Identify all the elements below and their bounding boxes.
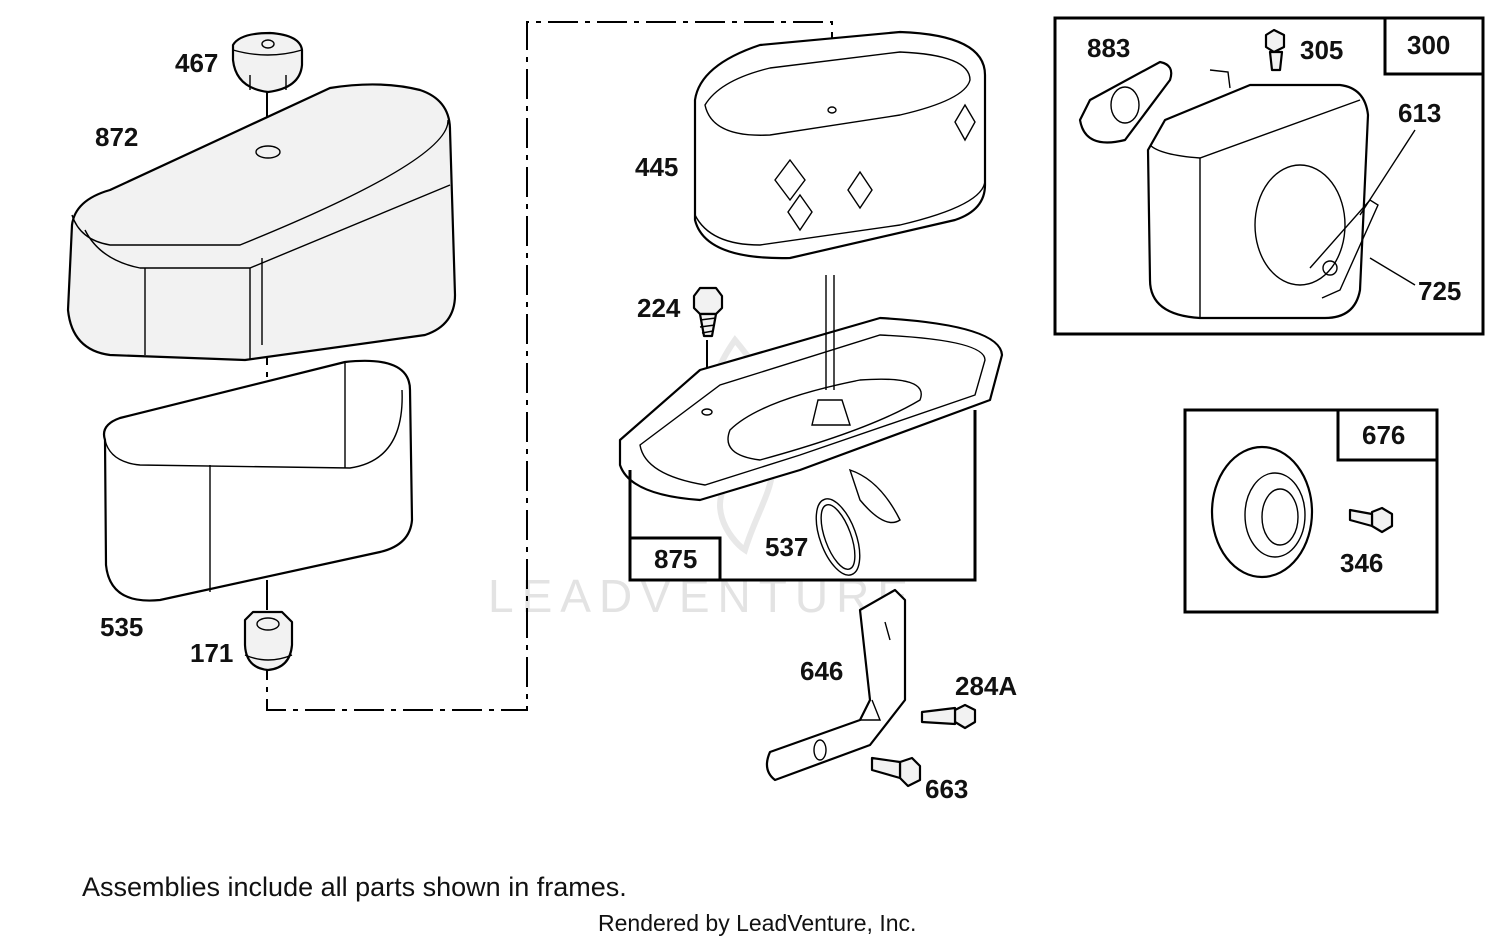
watermark: LEADVENTURE bbox=[488, 570, 916, 622]
leader-725 bbox=[1369, 257, 1416, 286]
part-label-300: 300 bbox=[1407, 30, 1450, 60]
base-part-875[interactable] bbox=[618, 275, 1004, 524]
frame-875 bbox=[628, 410, 977, 582]
frame-676 bbox=[1183, 408, 1439, 614]
part-label-445: 445 bbox=[635, 152, 678, 182]
knob-part-467[interactable] bbox=[231, 31, 304, 94]
bracket-part-646[interactable] bbox=[765, 588, 907, 782]
screw-part-284A[interactable] bbox=[920, 703, 977, 730]
gasket-part-883[interactable] bbox=[1078, 60, 1173, 144]
connector-line-left bbox=[266, 21, 833, 711]
leader-613 bbox=[1359, 129, 1416, 216]
screw-part-663[interactable] bbox=[870, 756, 922, 788]
guard-part-725[interactable] bbox=[1309, 199, 1379, 299]
frame-676-tag bbox=[1336, 408, 1439, 462]
part-label-646: 646 bbox=[800, 656, 843, 686]
precleaner-part-535[interactable] bbox=[102, 359, 414, 602]
part-label-171: 171 bbox=[190, 638, 233, 668]
frame-875-tag bbox=[628, 536, 722, 582]
part-label-535: 535 bbox=[100, 612, 143, 642]
screw-part-224[interactable] bbox=[692, 286, 724, 338]
part-label-613: 613 bbox=[1398, 98, 1441, 128]
part-label-676: 676 bbox=[1362, 420, 1405, 450]
frame-300-tag bbox=[1383, 16, 1485, 76]
screw-part-305[interactable] bbox=[1264, 28, 1286, 72]
render-credit: Rendered by LeadVenture, Inc. bbox=[598, 910, 917, 936]
filter-part-445[interactable] bbox=[693, 30, 987, 260]
part-label-467: 467 bbox=[175, 48, 218, 78]
frame-300 bbox=[1053, 16, 1485, 336]
part-label-875: 875 bbox=[654, 544, 697, 574]
part-label-663: 663 bbox=[925, 774, 968, 804]
muffler-part-300[interactable] bbox=[1146, 69, 1370, 320]
part-label-305: 305 bbox=[1300, 35, 1343, 65]
assembly-note: Assemblies include all parts shown in fr… bbox=[82, 872, 627, 902]
gasket-part-537[interactable] bbox=[807, 493, 868, 580]
deflector-part-676[interactable] bbox=[1210, 445, 1314, 579]
grommet-part-171[interactable] bbox=[243, 610, 294, 672]
screw-part-346[interactable] bbox=[1348, 506, 1394, 534]
part-label-224: 224 bbox=[637, 293, 681, 323]
part-label-872: 872 bbox=[95, 122, 138, 152]
part-label-284A: 284A bbox=[955, 671, 1017, 701]
part-label-537: 537 bbox=[765, 532, 808, 562]
part-label-725: 725 bbox=[1418, 276, 1461, 306]
part-label-883: 883 bbox=[1087, 33, 1130, 63]
cover-part-872[interactable] bbox=[66, 83, 457, 362]
part-label-346: 346 bbox=[1340, 548, 1383, 578]
